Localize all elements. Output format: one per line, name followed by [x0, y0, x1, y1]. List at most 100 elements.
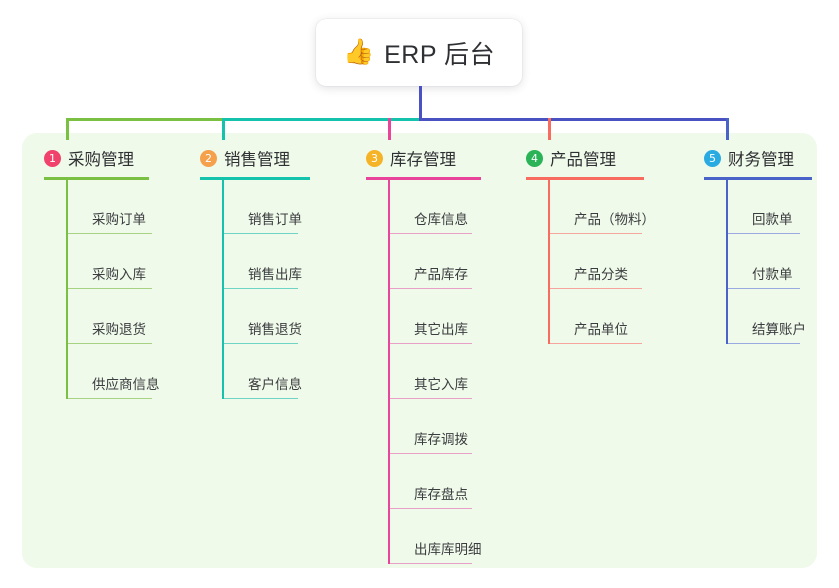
branch-title: 财务管理 [728, 151, 794, 169]
leaf-item[interactable]: 产品（物料） [550, 208, 655, 234]
connector-bar-teal [222, 118, 422, 121]
branch-number-badge: 2 [200, 149, 217, 167]
leaf-item-underline [390, 562, 472, 564]
leaf-item-underline [390, 342, 472, 344]
branch-column-财务管理: 5 财务管理回款单付款单结算账户 [700, 146, 812, 344]
branch-header-underline [526, 177, 644, 180]
leaf-item[interactable]: 其它出库 [390, 318, 472, 344]
branch-title: 产品管理 [550, 151, 616, 169]
leaf-item-underline [68, 232, 152, 234]
branch-spine [66, 180, 68, 399]
branch-header-采购管理[interactable]: 1 采购管理 [40, 146, 134, 170]
leaf-item-underline [224, 287, 298, 289]
connector-drop-采购管理 [66, 118, 69, 140]
leaf-item-label: 出库库明细 [414, 542, 482, 557]
leaf-item-underline [224, 232, 298, 234]
connector-drop-产品管理 [548, 118, 551, 140]
leaf-item-underline [550, 232, 642, 234]
leaf-item[interactable]: 供应商信息 [68, 373, 160, 399]
leaf-item-underline [224, 342, 298, 344]
branch-spine [388, 180, 390, 564]
leaf-item-label: 销售订单 [248, 212, 302, 227]
leaf-item[interactable]: 库存调拨 [390, 428, 472, 454]
leaf-item[interactable]: 产品单位 [550, 318, 642, 344]
connector-drop-销售管理 [222, 118, 225, 140]
leaf-item-label: 库存调拨 [414, 432, 468, 447]
leaf-item[interactable]: 其它入库 [390, 373, 472, 399]
leaf-item[interactable]: 出库库明细 [390, 538, 482, 564]
thumbs-up-icon: 👍 [342, 38, 375, 66]
leaf-item-label: 其它入库 [414, 377, 468, 392]
branch-column-采购管理: 1 采购管理采购订单采购入库采购退货供应商信息 [40, 146, 160, 399]
leaf-item-label: 结算账户 [752, 322, 806, 337]
branch-spine [548, 180, 550, 344]
leaf-item-underline [68, 397, 152, 399]
branch-header-underline [200, 177, 310, 180]
root-node-title: ERP 后台 [384, 40, 496, 69]
leaf-item-label: 其它出库 [414, 322, 468, 337]
leaf-item-label: 销售退货 [248, 322, 302, 337]
branch-header-underline [44, 177, 149, 180]
leaf-item[interactable]: 产品库存 [390, 263, 472, 289]
leaf-item-underline [390, 397, 472, 399]
leaf-item-label: 采购订单 [92, 212, 146, 227]
leaf-item-underline [550, 342, 642, 344]
branch-header-underline [704, 177, 812, 180]
root-stem [419, 86, 422, 121]
branch-number-badge: 5 [704, 149, 721, 167]
leaf-item-underline [728, 232, 800, 234]
branch-number-badge: 4 [526, 149, 543, 167]
branch-number-badge: 3 [366, 149, 383, 167]
leaf-item-underline [68, 287, 152, 289]
diagram-panel [22, 133, 817, 568]
branch-header-财务管理[interactable]: 5 财务管理 [700, 146, 794, 170]
leaf-item-label: 采购入库 [92, 267, 146, 282]
leaf-item[interactable]: 销售订单 [224, 208, 302, 234]
root-node-erp-backend[interactable]: 👍 ERP 后台 [316, 19, 522, 86]
leaf-item-underline [390, 287, 472, 289]
leaf-item[interactable]: 产品分类 [550, 263, 642, 289]
leaf-item-label: 销售出库 [248, 267, 302, 282]
leaf-item-underline [390, 452, 472, 454]
connector-drop-财务管理 [726, 118, 729, 140]
leaf-item-underline [68, 342, 152, 344]
leaf-item-underline [550, 287, 642, 289]
branch-header-库存管理[interactable]: 3 库存管理 [362, 146, 456, 170]
leaf-item-underline [390, 507, 472, 509]
leaf-item-label: 回款单 [752, 212, 793, 227]
leaf-item-label: 供应商信息 [92, 377, 160, 392]
connector-bar-green [66, 118, 225, 121]
leaf-item-underline [224, 397, 298, 399]
leaf-item[interactable]: 回款单 [728, 208, 800, 234]
leaf-item-underline [728, 287, 800, 289]
branch-title: 库存管理 [390, 151, 456, 169]
connector-drop-库存管理 [388, 118, 391, 140]
branch-header-销售管理[interactable]: 2 销售管理 [196, 146, 290, 170]
leaf-item-label: 库存盘点 [414, 487, 468, 502]
leaf-item[interactable]: 仓库信息 [390, 208, 472, 234]
leaf-item[interactable]: 采购入库 [68, 263, 152, 289]
leaf-item-underline [728, 342, 800, 344]
connector-bar-blue [419, 118, 729, 121]
branch-title: 销售管理 [224, 151, 290, 169]
leaf-item[interactable]: 采购退货 [68, 318, 152, 344]
leaf-item-underline [390, 232, 472, 234]
branch-header-产品管理[interactable]: 4 产品管理 [522, 146, 616, 170]
leaf-item[interactable]: 客户信息 [224, 373, 302, 399]
branch-spine [726, 180, 728, 344]
leaf-item[interactable]: 销售出库 [224, 263, 302, 289]
leaf-item-label: 产品单位 [574, 322, 628, 337]
branch-number-badge: 1 [44, 149, 61, 167]
leaf-item-label: 仓库信息 [414, 212, 468, 227]
leaf-item[interactable]: 库存盘点 [390, 483, 472, 509]
leaf-item[interactable]: 销售退货 [224, 318, 302, 344]
leaf-item-label: 采购退货 [92, 322, 146, 337]
leaf-item[interactable]: 付款单 [728, 263, 800, 289]
branch-spine [222, 180, 224, 399]
branch-title: 采购管理 [68, 151, 134, 169]
leaf-item[interactable]: 结算账户 [728, 318, 806, 344]
leaf-item-label: 客户信息 [248, 377, 302, 392]
leaf-item[interactable]: 采购订单 [68, 208, 152, 234]
leaf-item-label: 产品（物料） [574, 212, 655, 227]
